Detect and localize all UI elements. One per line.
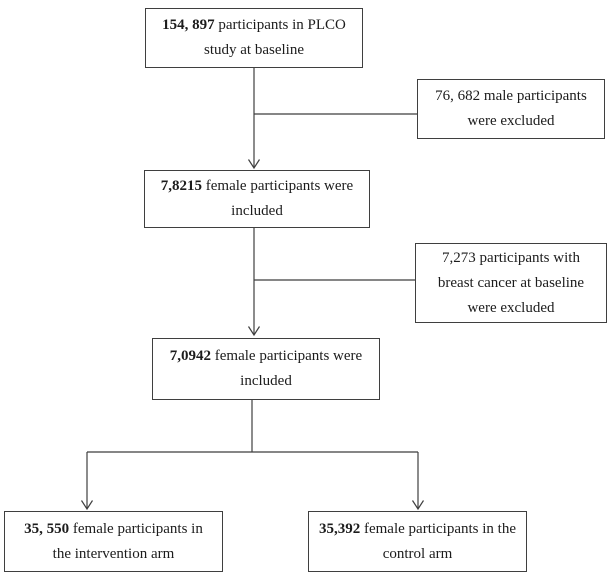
box-breast-cancer-excluded: 7,273 participants with breast cancer at… <box>415 243 607 323</box>
box-female-included-line1: 7,8215 female participants were <box>160 178 354 194</box>
arrowhead-included-to-included2 <box>247 326 261 337</box>
control-count: 35,392 <box>318 520 361 537</box>
connector-stroke-group <box>80 68 425 511</box>
box-female-included-line2: included <box>231 203 283 219</box>
female-included-count: 7,8215 <box>160 178 203 194</box>
box-control-line1: 35,392 female participants in the <box>318 520 517 537</box>
box-female-included-after-exclusion: 7,0942 female participants were included <box>152 338 380 400</box>
box-baseline-line2: study at baseline <box>204 42 304 58</box>
box-intervention-line1: 35, 550 female participants in <box>24 520 203 537</box>
arrowhead-to-intervention <box>80 500 94 511</box>
box-intervention-line2: the intervention arm <box>52 545 175 562</box>
box-bc-excluded-line1: 7,273 participants with <box>442 249 580 266</box>
baseline-count: 154, 897 <box>162 17 215 33</box>
arrowhead-baseline-to-included <box>247 159 261 170</box>
box-male-excluded-line2: were excluded <box>467 113 555 129</box>
box-bc-excluded-line3: were excluded <box>467 299 555 316</box>
box-control-line2: control arm <box>382 545 453 562</box>
box-baseline-line1: 154, 897 participants in PLCO <box>162 17 346 33</box>
box-bc-excluded-line2: breast cancer at baseline <box>437 274 585 291</box>
box-female-included: 7,8215 female participants were included <box>144 170 370 228</box>
box-female-included2-line1: 7,0942 female participants were <box>169 348 363 364</box>
intervention-count: 35, 550 <box>24 520 70 537</box>
box-female-included2-line2: included <box>240 373 292 389</box>
box-male-excluded-line1: 76, 682 male participants <box>435 88 587 104</box>
arrowhead-to-control <box>411 500 425 511</box>
box-baseline-participants: 154, 897 participants in PLCO study at b… <box>145 8 363 68</box>
box-intervention-arm: 35, 550 female participants in the inter… <box>4 511 223 572</box>
box-male-excluded: 76, 682 male participants were excluded <box>417 79 605 139</box>
female-included2-count: 7,0942 <box>169 348 212 364</box>
box-control-arm: 35,392 female participants in the contro… <box>308 511 527 572</box>
